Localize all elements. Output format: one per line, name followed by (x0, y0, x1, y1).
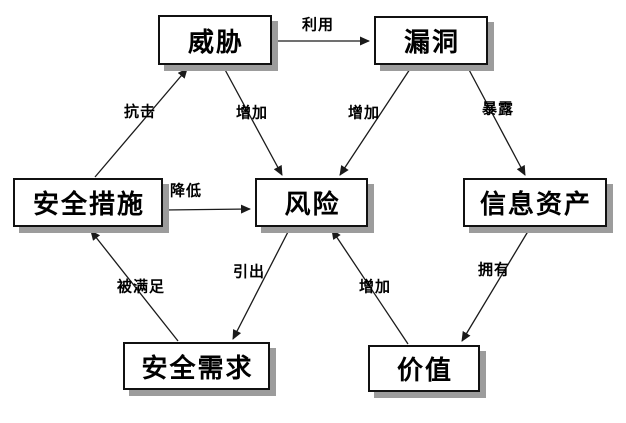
node-value: 价值 (368, 345, 480, 392)
edge-resist (94, 68, 188, 178)
edge-reduce (163, 204, 251, 214)
edge-label-satisfied: 被满足 (116, 278, 166, 296)
node-security-requirements: 安全需求 (123, 342, 270, 390)
node-label: 价值 (396, 355, 453, 385)
edge-label-expose: 暴露 (481, 100, 515, 118)
node-label: 安全需求 (141, 352, 254, 383)
node-label: 风险 (284, 189, 341, 219)
node-label: 信息资产 (479, 189, 592, 219)
edge-label-increase-vuln-risk: 增加 (347, 104, 381, 122)
edge-derive (232, 227, 291, 340)
edge-label-increase-threat-risk: 增加 (235, 104, 269, 122)
edge-label-increase-value-risk: 增加 (358, 278, 392, 296)
edge-own (461, 227, 531, 342)
edge-label-own: 拥有 (477, 261, 511, 279)
node-threat: 威胁 (158, 15, 272, 65)
edge-increase-vuln-risk (339, 65, 413, 176)
node-risk: 风险 (255, 178, 368, 227)
edge-label-resist: 抗击 (123, 103, 157, 121)
edge-label-reduce: 降低 (169, 182, 203, 200)
edge-label-derive: 引出 (232, 263, 266, 281)
edge-increase-value-risk (331, 229, 409, 345)
node-label: 威胁 (187, 26, 244, 57)
edge-expose (466, 65, 526, 176)
node-label: 漏洞 (403, 27, 460, 57)
edge-satisfied (90, 230, 179, 342)
edge-increase-threat-risk (222, 65, 283, 176)
edge-label-exploit: 利用 (301, 16, 335, 34)
node-label: 安全措施 (32, 189, 145, 219)
node-security-measures: 安全措施 (13, 178, 163, 227)
node-vulnerability: 漏洞 (374, 16, 488, 65)
node-info-assets: 信息资产 (463, 178, 607, 227)
